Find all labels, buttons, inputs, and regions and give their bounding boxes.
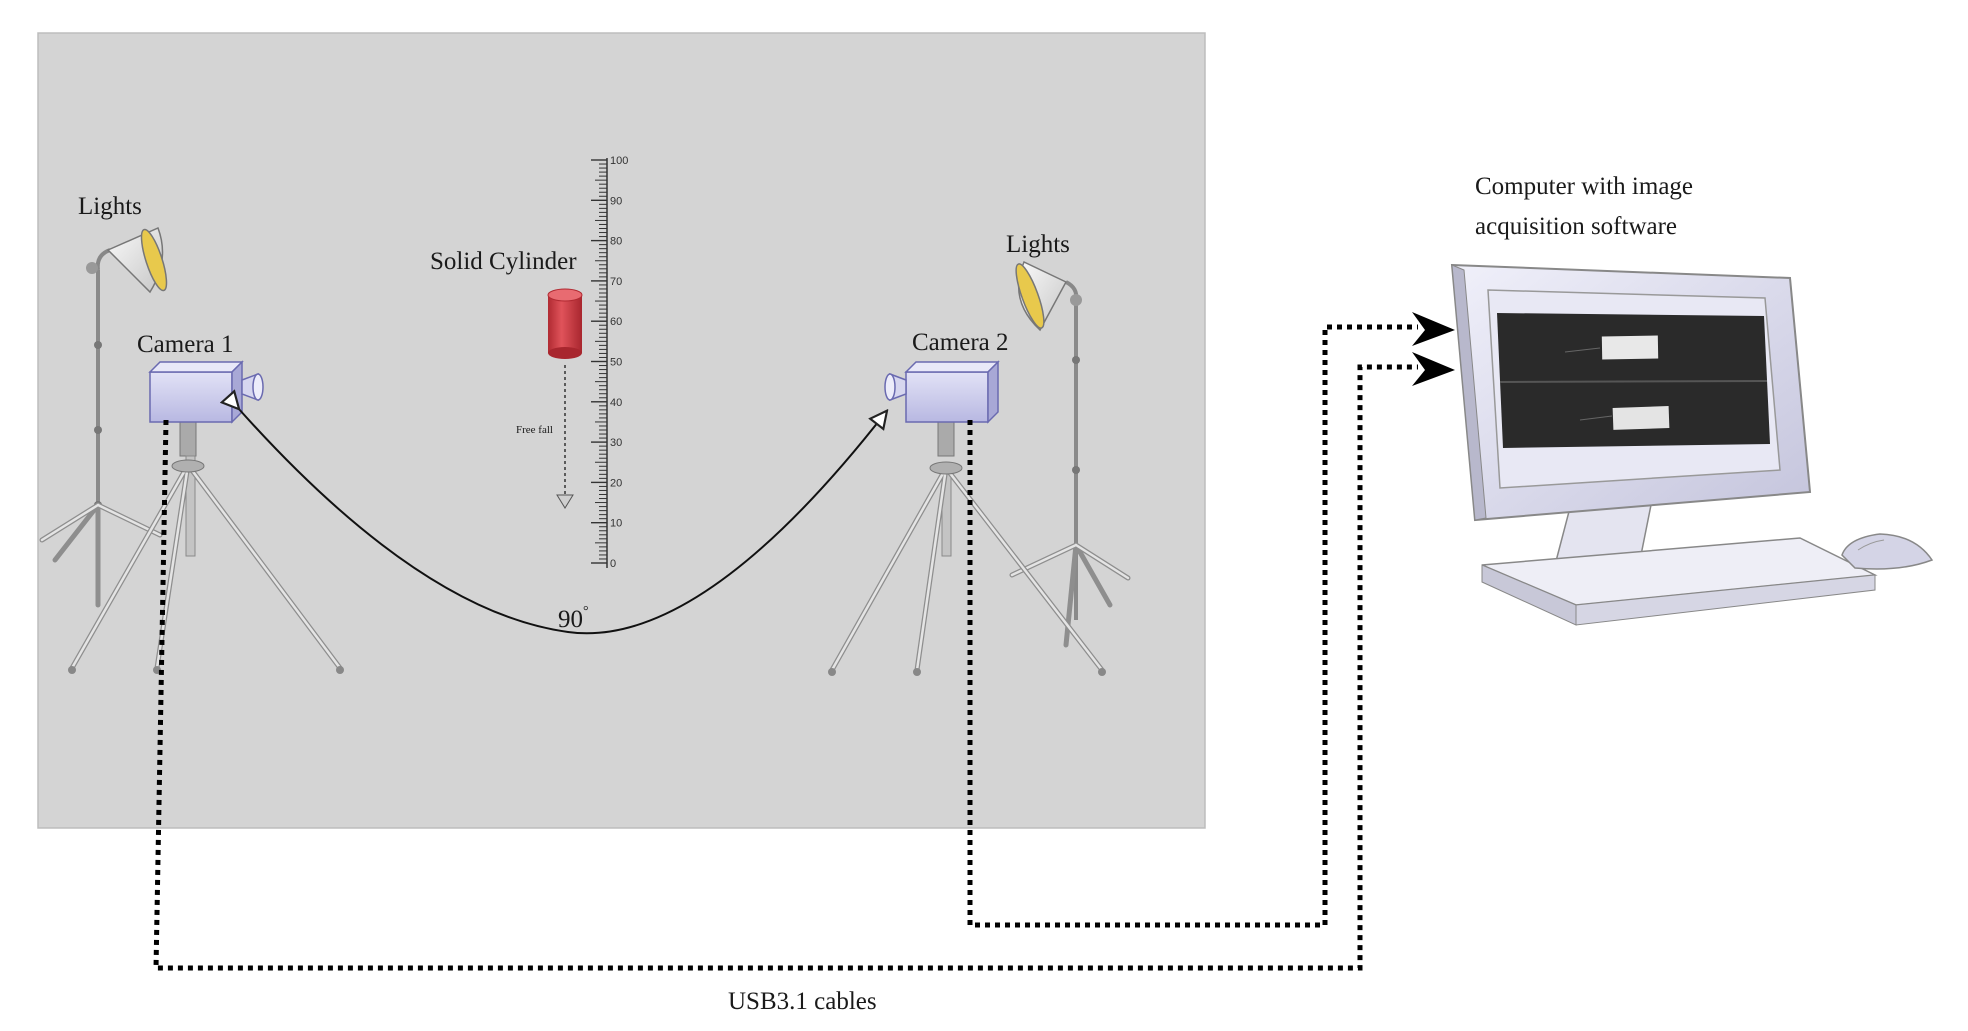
height-ruler: 0 10 20 30 40 50 60 70 80 90 100: [591, 155, 628, 570]
camera-1: [148, 360, 264, 424]
cable-camera-2: [967, 324, 1418, 928]
computer-label-line-2: acquisition software: [1475, 213, 1677, 240]
ruler-tick-label: 50: [610, 357, 622, 369]
ruler-tick-label: 100: [610, 155, 628, 167]
camera-1-tripod: [68, 419, 344, 674]
computer-label-line-1: Computer with image: [1475, 173, 1693, 200]
ruler-tick-label: 10: [610, 518, 622, 530]
setup-background-panel: [37, 32, 1206, 829]
ruler-tick-label: 40: [610, 397, 622, 409]
angle-arc: [238, 408, 886, 635]
lights-left-label: Lights: [78, 193, 142, 220]
ruler-tick-label: 30: [610, 437, 622, 449]
usb-cables-label: USB3.1 cables: [728, 988, 877, 1015]
lights-right-label: Lights: [1006, 231, 1070, 258]
solid-cylinder-label: Solid Cylinder: [430, 248, 577, 275]
camera-2: [884, 360, 1000, 424]
ruler-tick-label: 20: [610, 477, 622, 489]
ruler-tick-label: 0: [610, 558, 616, 570]
free-fall-label: Free fall: [516, 424, 553, 436]
usb-cables: [153, 312, 1455, 971]
computer: [1450, 263, 1934, 626]
angle-degree: °: [583, 604, 589, 619]
camera-1-label: Camera 1: [137, 331, 233, 358]
ruler-tick-label: 80: [610, 236, 622, 248]
ruler-tick-label: 70: [610, 276, 622, 288]
left-light: [39, 226, 168, 608]
ruler-tick-label: 60: [610, 316, 622, 328]
cable-camera-1: [153, 364, 1418, 971]
camera-2-label: Camera 2: [912, 329, 1008, 356]
ruler-tick-label: 90: [610, 195, 622, 207]
solid-cylinder: [547, 288, 583, 359]
free-fall-arrow: [556, 365, 574, 509]
angle-value: 90: [558, 606, 583, 633]
angle-label: 90°: [558, 604, 589, 633]
